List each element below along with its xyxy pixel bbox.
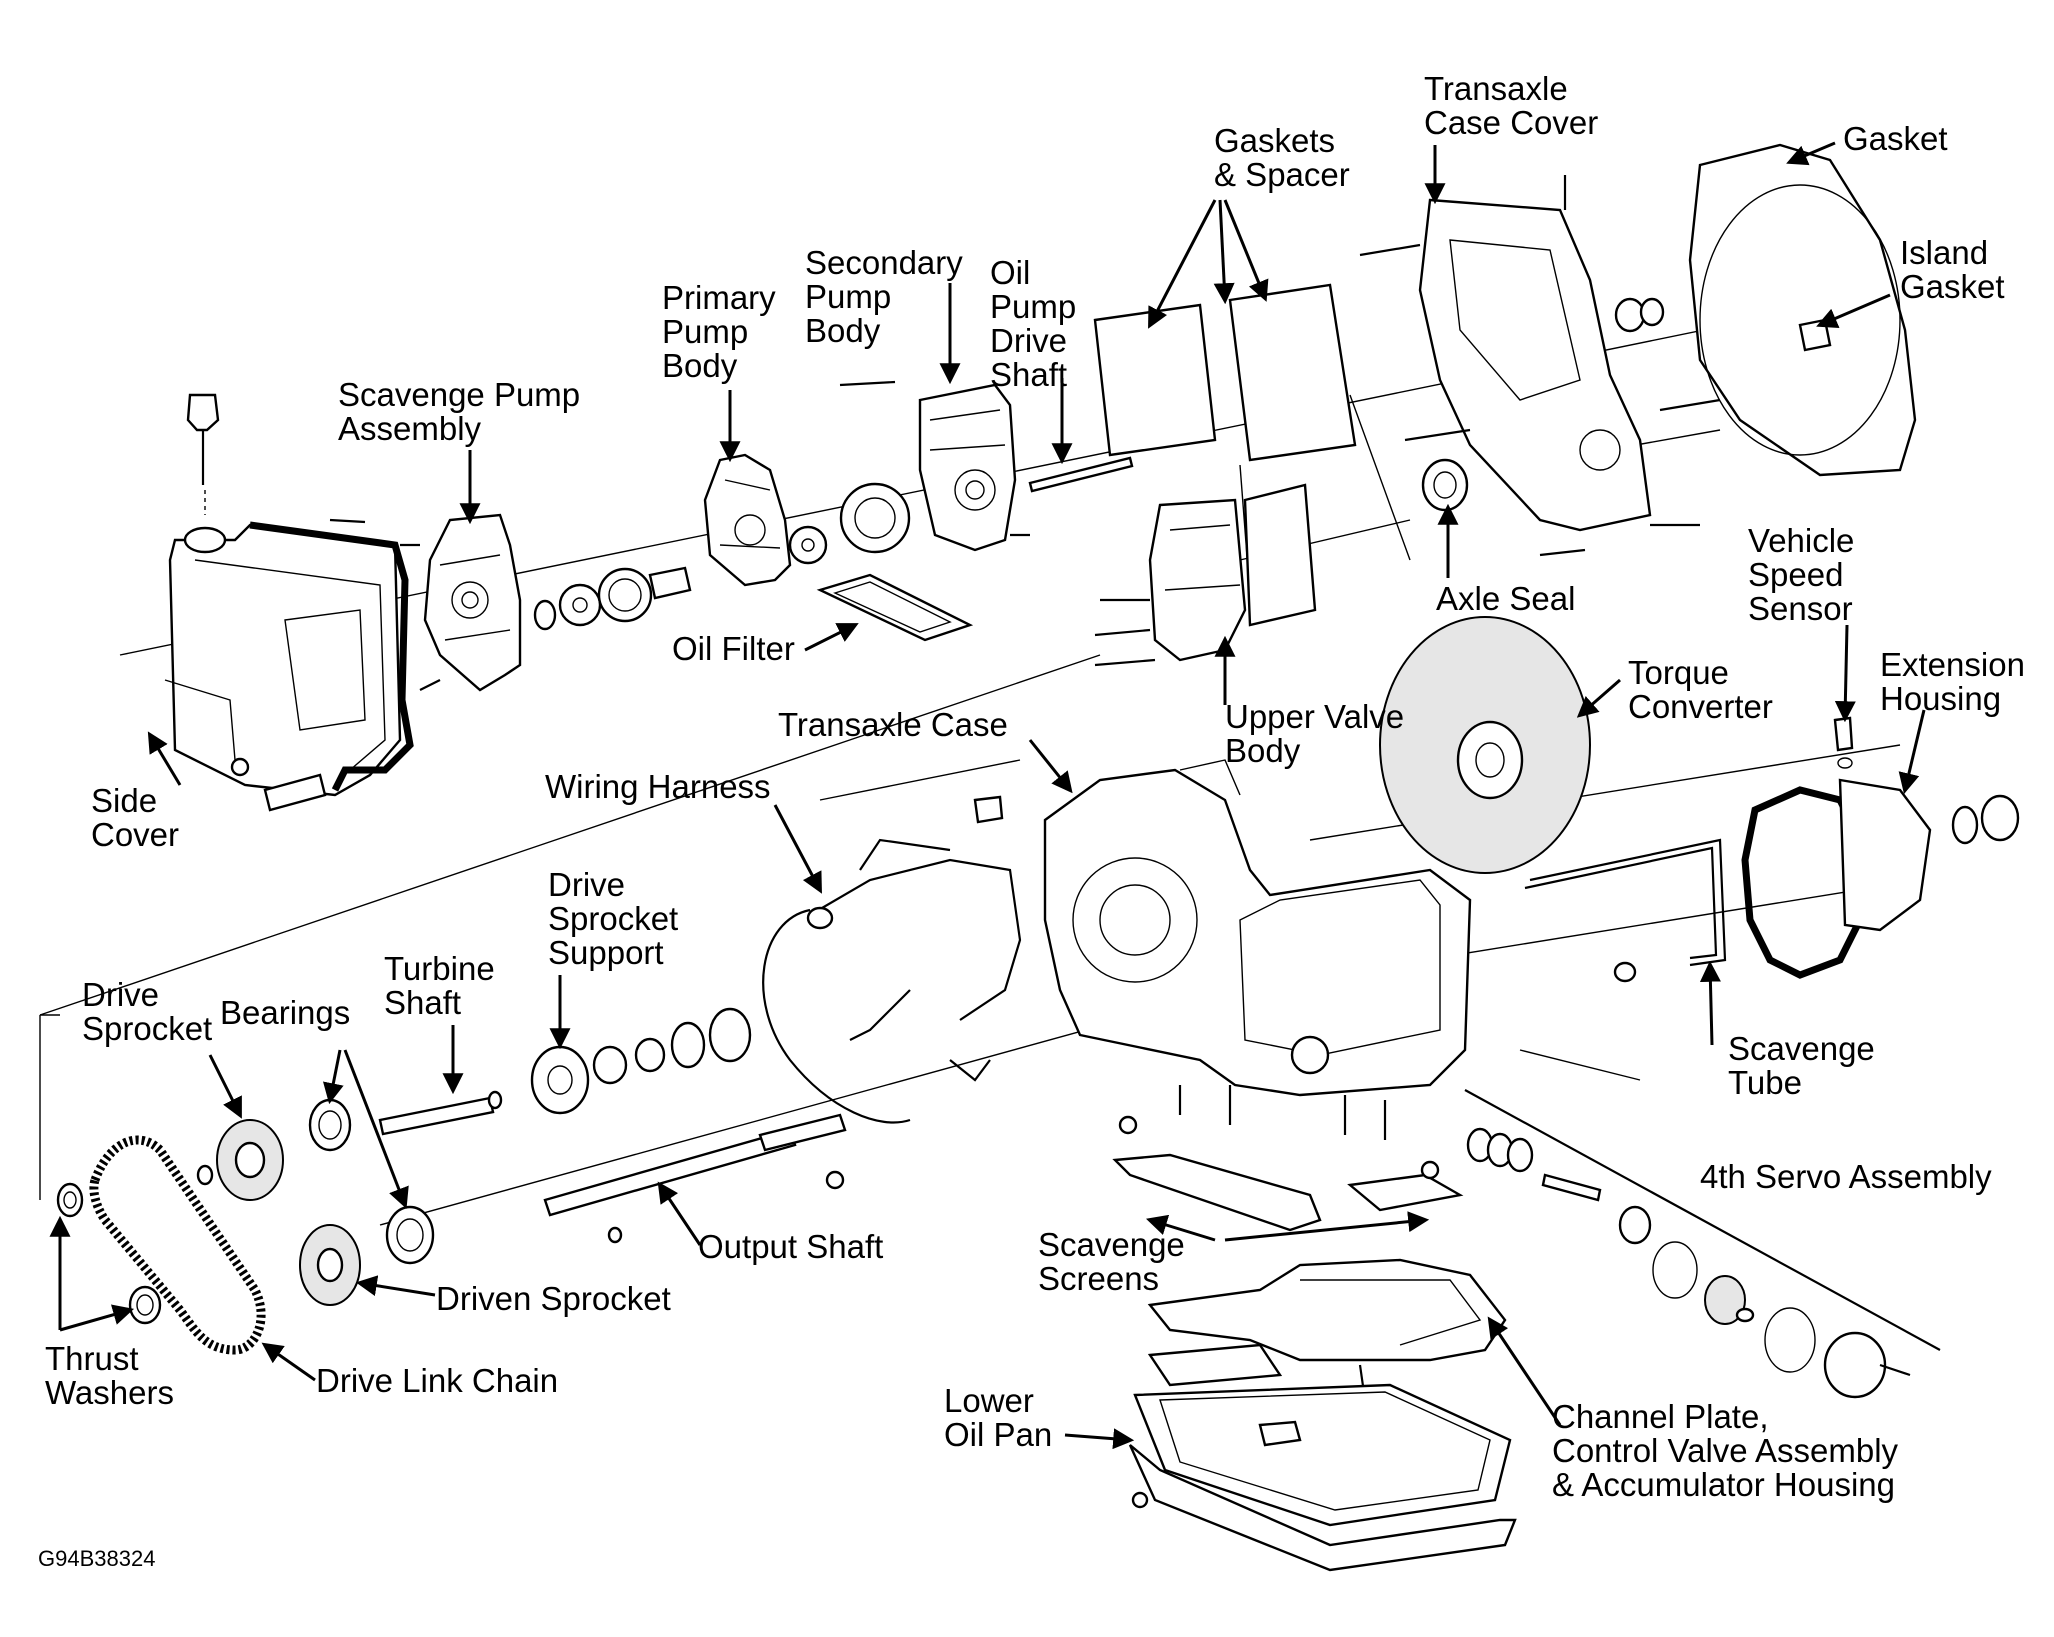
bearings-part [308,1098,435,1265]
label-torque-converter: Torque Converter [1628,654,1773,725]
label-gaskets-spacer: Gaskets & Spacer [1214,122,1350,193]
scavenge-screens-part [1112,1085,1464,1232]
label-primary-pump-body: Primary Pump Body [662,279,776,384]
leader-arrows [49,141,1926,1450]
extension-housing-part [1741,778,2020,979]
label-driven-sprocket: Driven Sprocket [436,1280,671,1317]
primary-pump-body-part [703,453,792,587]
label-lower-oil-pan: Lower Oil Pan [944,1382,1053,1453]
label-output-shaft: Output Shaft [698,1228,884,1265]
label-upper-valve-body: Upper Valve Body [1225,698,1405,769]
oil-filter-part [816,573,974,642]
channel-plate-part [1147,1258,1507,1401]
label-transaxle-case: Transaxle Case [778,706,1008,743]
scavenge-tube-part [1524,838,1727,983]
wiring-harness-part [762,795,1022,1124]
label-vehicle-speed-sensor: Vehicle Speed Sensor [1748,522,1855,627]
transaxle-case-cover-part [1359,175,1721,557]
label-island-gasket: Island Gasket [1900,234,2005,305]
label-side-cover: Side Cover [91,782,180,853]
label-gasket: Gasket [1843,120,1948,157]
label-drive-sprocket-support: Drive Sprocket Support [548,866,679,971]
output-shaft-part [543,1113,847,1244]
torque-converter-part [1379,616,1591,874]
label-drive-link-chain: Drive Link Chain [316,1362,559,1399]
drive-link-chain-part [89,1135,266,1355]
figure-id: G94B38324 [38,1546,156,1571]
turbine-shaft-part [378,1090,503,1136]
label-bearings: Bearings [220,994,351,1031]
gaskets-spacer-part [1093,283,1357,627]
oil-pump-drive-shaft-part [1028,456,1134,493]
dipstick-part [186,393,220,515]
label-thrust-washers: Thrust Washers [45,1340,174,1411]
scavenge-pump-gears [533,566,692,631]
drive-sprocket-part [196,1119,284,1201]
thrust-washers-part [56,1182,162,1325]
label-scavenge-tube: Scavenge Tube [1728,1030,1875,1101]
label-scavenge-screens: Scavenge Screens [1038,1226,1185,1297]
vehicle-speed-sensor-part [1833,716,1854,769]
lower-oil-pan-part [1128,1383,1517,1572]
label-oil-pump-drive-shaft: Oil Pump Drive Shaft [990,254,1077,393]
drive-sprocket-support-part [530,1007,752,1115]
secondary-pump-body-part [839,380,1030,552]
label-transaxle-case-cover: Transaxle Case Cover [1424,70,1599,141]
label-wiring-harness: Wiring Harness [545,768,771,805]
label-turbine-shaft: Turbine Shaft [384,950,495,1021]
label-fourth-servo-assembly: 4th Servo Assembly [1700,1158,1992,1195]
label-scavenge-pump-assembly: Scavenge Pump Assembly [338,376,581,447]
label-oil-filter: Oil Filter [672,630,795,667]
axle-seal-part [1421,297,1665,512]
label-secondary-pump-body: Secondary Pump Body [805,244,963,349]
label-channel-plate: Channel Plate, Control Valve Assembly & … [1552,1398,1899,1503]
label-extension-housing: Extension Housing [1880,646,2025,717]
label-drive-sprocket: Drive Sprocket [82,976,213,1047]
upper-valve-body-part [1094,498,1247,667]
driven-sprocket-part [299,1224,361,1306]
transaxle-case-part [1043,759,1472,1097]
label-axle-seal: Axle Seal [1436,580,1576,617]
gasket-part [1688,143,1917,477]
side-cover-part [164,521,414,812]
fourth-servo-assembly-part [1464,1089,1941,1399]
scavenge-pump-part [329,513,522,692]
oil-pump-gears [788,482,911,565]
